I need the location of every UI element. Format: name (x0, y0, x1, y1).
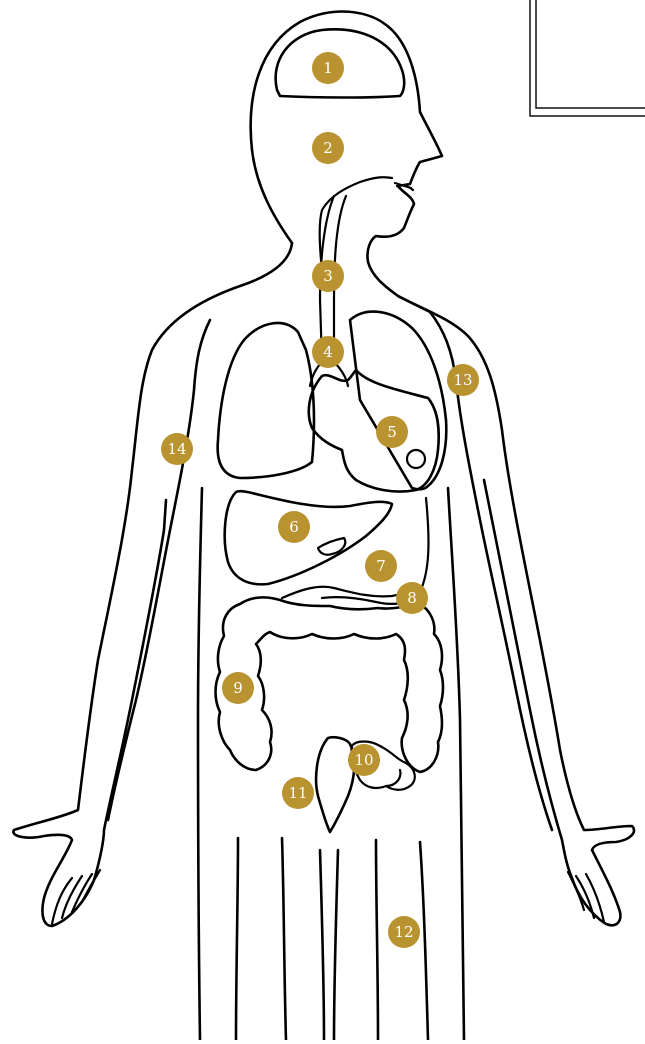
marker-8: 8 (396, 582, 428, 614)
marker-3-label: 3 (323, 267, 333, 285)
marker-12: 12 (388, 916, 420, 948)
marker-2-label: 2 (323, 139, 333, 157)
marker-6: 6 (278, 511, 310, 543)
marker-4: 4 (312, 336, 344, 368)
marker-12-label: 12 (394, 923, 413, 941)
marker-6-label: 6 (289, 518, 299, 536)
marker-10: 10 (348, 744, 380, 776)
marker-14: 14 (161, 433, 193, 465)
marker-9: 9 (222, 672, 254, 704)
marker-1-label: 1 (323, 59, 333, 77)
marker-14-label: 14 (167, 440, 186, 458)
marker-10-label: 10 (354, 751, 373, 769)
marker-7-label: 7 (376, 557, 386, 575)
marker-5: 5 (376, 416, 408, 448)
marker-13: 13 (447, 364, 479, 396)
marker-1: 1 (312, 52, 344, 84)
marker-3: 3 (312, 260, 344, 292)
marker-8-label: 8 (407, 589, 417, 607)
marker-9-label: 9 (233, 679, 243, 697)
marker-11-label: 11 (288, 784, 307, 802)
marker-5-label: 5 (387, 423, 397, 441)
marker-7: 7 (365, 550, 397, 582)
marker-11: 11 (282, 777, 314, 809)
marker-4-label: 4 (323, 343, 333, 361)
marker-2: 2 (312, 132, 344, 164)
marker-13-label: 13 (453, 371, 472, 389)
